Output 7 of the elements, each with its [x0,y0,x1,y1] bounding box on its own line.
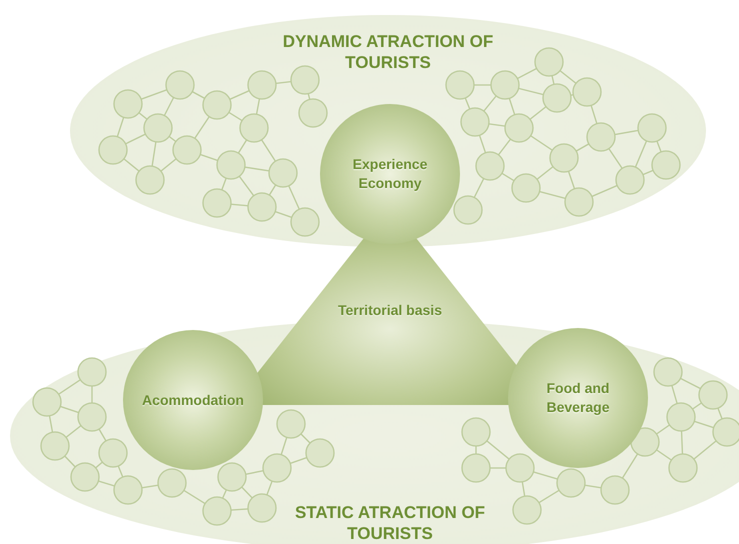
circle-label: Experience Economy [352,155,428,193]
region-title: STATIC ATRACTION OF TOURISTS [294,502,486,544]
region-title: DYNAMIC ATRACTION OF TOURISTS [282,31,494,73]
circle-label: Acommodation [141,390,245,410]
circle-label: Food and Beverage [545,379,611,417]
circle-node [123,330,263,470]
triangle-label: Territorial basis [336,302,443,318]
